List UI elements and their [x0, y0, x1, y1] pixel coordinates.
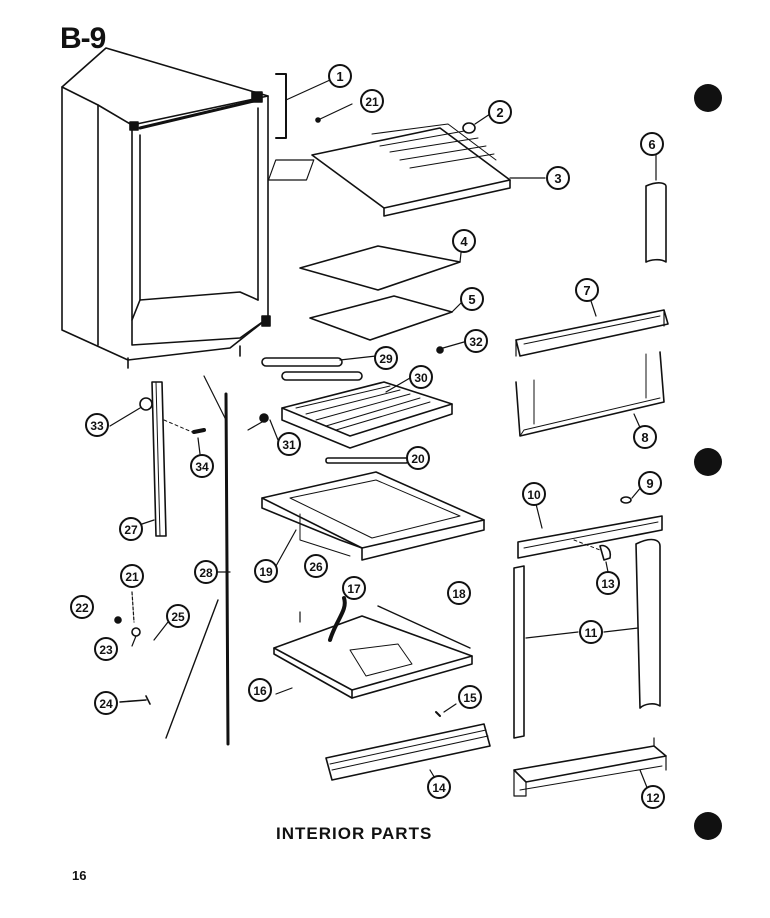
svg-text:33: 33	[90, 419, 104, 433]
callout-24: 24	[94, 691, 118, 715]
callout-21b: 21	[120, 564, 144, 588]
svg-text:16: 16	[253, 684, 267, 698]
callout-30: 30	[409, 365, 433, 389]
svg-text:5: 5	[468, 292, 475, 307]
svg-text:15: 15	[463, 691, 477, 705]
callout-8: 8	[633, 425, 657, 449]
callout-17: 17	[342, 576, 366, 600]
svg-text:24: 24	[99, 697, 113, 711]
callout-2: 2	[488, 100, 512, 124]
section-id: B-9	[60, 22, 106, 55]
freezer-tray-drawing	[261, 471, 485, 567]
callout-7: 7	[575, 278, 599, 302]
svg-text:19: 19	[259, 565, 273, 579]
callout-19: 19	[254, 559, 278, 583]
svg-text:31: 31	[282, 438, 296, 452]
callout-16: 16	[248, 678, 272, 702]
left-side-parts-drawing	[109, 375, 231, 746]
callout-3: 3	[546, 166, 570, 190]
top-cover-drawing	[267, 103, 546, 217]
svg-text:21: 21	[125, 570, 139, 584]
svg-text:8: 8	[641, 430, 648, 445]
svg-text:17: 17	[347, 582, 361, 596]
callout-11: 11	[579, 620, 603, 644]
callout-6: 6	[640, 132, 664, 156]
svg-text:13: 13	[601, 577, 615, 591]
svg-text:7: 7	[583, 283, 590, 298]
svg-text:22: 22	[75, 601, 89, 615]
svg-text:29: 29	[379, 352, 393, 366]
callout-5: 5	[460, 287, 484, 311]
svg-text:23: 23	[99, 643, 113, 657]
callout-25: 25	[166, 604, 190, 628]
svg-text:12: 12	[646, 791, 660, 805]
svg-text:34: 34	[195, 460, 209, 474]
door-parts-drawing	[513, 151, 669, 797]
shelf-drawing	[273, 596, 473, 699]
evaporator-drawing	[247, 341, 465, 464]
callout-13: 13	[596, 571, 620, 595]
callout-22: 22	[70, 595, 94, 619]
svg-text:18: 18	[452, 587, 466, 601]
registration-dot	[694, 84, 722, 112]
svg-text:2: 2	[496, 105, 503, 120]
callout-4: 4	[452, 229, 476, 253]
callout-26: 26	[304, 554, 328, 578]
svg-text:26: 26	[309, 560, 323, 574]
cabinet-drawing	[61, 47, 271, 369]
callout-33: 33	[85, 413, 109, 437]
callout-21: 21	[360, 89, 384, 113]
page-number: 16	[72, 868, 87, 883]
callout-28: 28	[194, 560, 218, 584]
registration-dot	[694, 448, 722, 476]
diagram-caption: INTERIOR PARTS	[276, 824, 433, 843]
callout-29: 29	[374, 346, 398, 370]
svg-text:1: 1	[336, 69, 343, 84]
callout-9: 9	[638, 471, 662, 495]
callout-1: 1	[328, 64, 352, 88]
callout-27: 27	[119, 517, 143, 541]
svg-text:25: 25	[171, 610, 185, 624]
svg-text:27: 27	[124, 523, 138, 537]
callout-14: 14	[427, 775, 451, 799]
svg-text:21: 21	[365, 95, 379, 109]
callout-31: 31	[277, 432, 301, 456]
svg-text:3: 3	[554, 171, 561, 186]
callout-18: 18	[447, 581, 471, 605]
hardware-drawing	[114, 591, 169, 705]
callout-12: 12	[641, 785, 665, 809]
callout-32: 32	[464, 329, 488, 353]
svg-text:11: 11	[585, 626, 598, 640]
callout-34: 34	[190, 454, 214, 478]
svg-text:20: 20	[411, 452, 425, 466]
svg-text:30: 30	[414, 371, 428, 385]
callout-23: 23	[94, 637, 118, 661]
svg-text:9: 9	[646, 476, 653, 491]
svg-text:6: 6	[648, 137, 655, 152]
callout-20: 20	[406, 446, 430, 470]
registration-dot	[694, 812, 722, 840]
insulation-plates-drawing	[299, 243, 465, 341]
svg-text:28: 28	[199, 566, 213, 580]
callout-15: 15	[458, 685, 482, 709]
svg-text:14: 14	[432, 781, 446, 795]
svg-text:10: 10	[527, 488, 541, 502]
callout-10: 10	[522, 482, 546, 506]
svg-text:32: 32	[469, 335, 483, 349]
crisper-front-drawing	[325, 703, 491, 781]
svg-text:4: 4	[460, 234, 468, 249]
